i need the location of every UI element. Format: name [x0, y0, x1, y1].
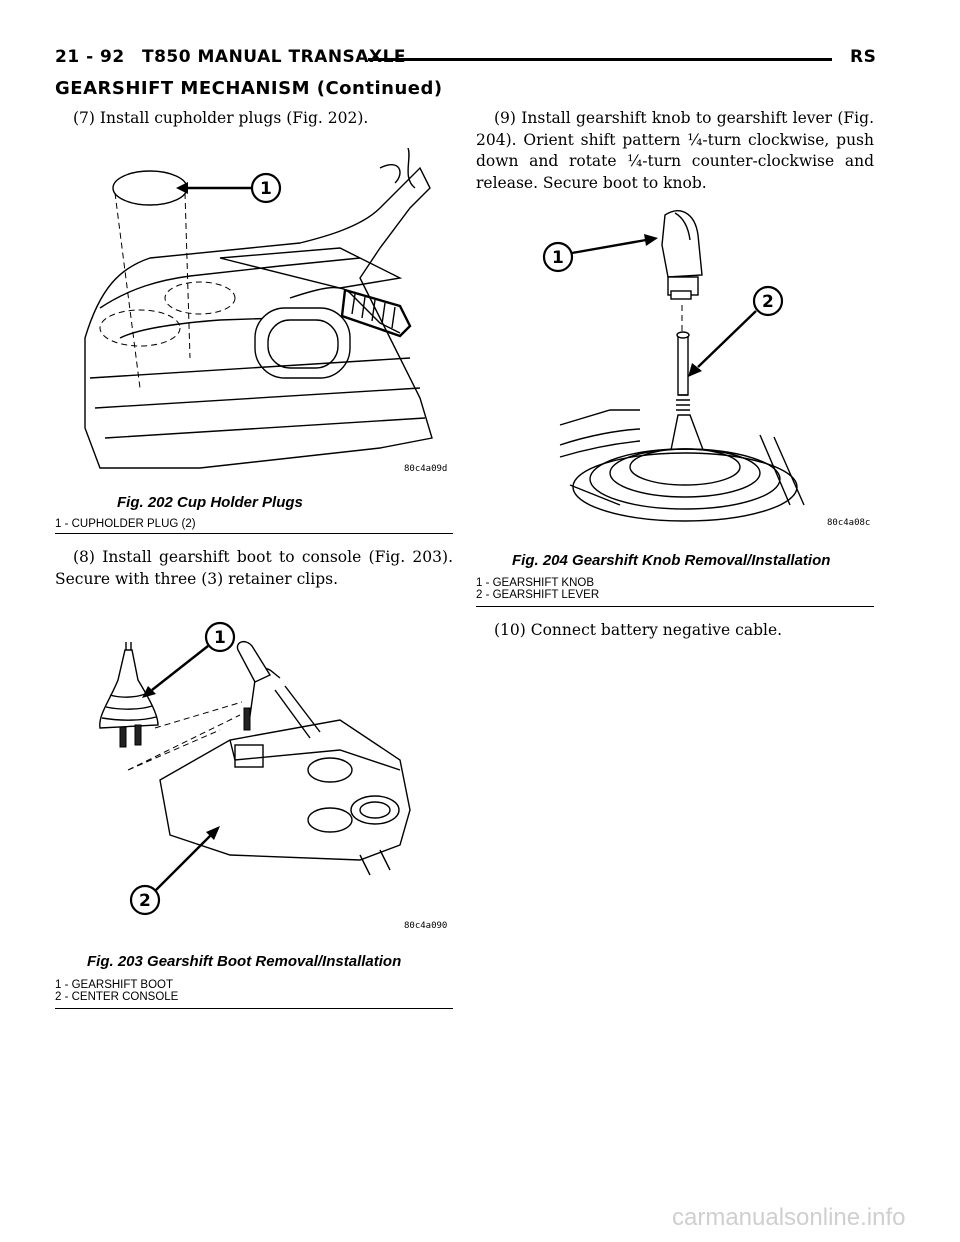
svg-text:2: 2 [762, 292, 774, 312]
step-8: (8) Install gearshift boot to console (F… [55, 548, 453, 588]
cupholder-plug-drawing [112, 170, 191, 389]
figure-204-legend-2: 2 - GEARSHIFT LEVER [476, 589, 600, 601]
figure-203-rule [55, 1008, 453, 1009]
figure-203-caption: Fig. 203 Gearshift Boot Removal/Installa… [87, 953, 402, 970]
step-7: (7) Install cupholder plugs (Fig. 202). [73, 109, 369, 127]
arrowhead-2 [688, 363, 702, 377]
console-drawing [84, 148, 433, 469]
gearshift-lever-drawing [676, 331, 690, 411]
center-console-drawing [159, 640, 411, 876]
svg-text:1: 1 [214, 628, 226, 648]
figure-202-legend-1: 1 - CUPHOLDER PLUG (2) [55, 518, 196, 530]
callout-2: 2 [752, 285, 784, 317]
page-reference: 21 - 92 [55, 47, 125, 67]
figure-204-legend-1: 1 - GEARSHIFT KNOB [476, 577, 595, 589]
figure-203-code: 80c4a090 [404, 921, 448, 931]
figure-204-illustration: 1 2 [542, 210, 805, 522]
continued-heading: GEARSHIFT MECHANISM (Continued) [55, 78, 443, 99]
arrowhead-2 [206, 826, 220, 840]
callout-1: 1 [250, 172, 282, 204]
figure-202-code: 80c4a09d [404, 464, 448, 474]
svg-text:2: 2 [139, 891, 151, 911]
figure-203-legend-1: 1 - GEARSHIFT BOOT [55, 979, 173, 991]
callout-1: 1 [542, 241, 574, 273]
step-10: (10) Connect battery negative cable. [494, 621, 783, 639]
leader-line-2 [155, 833, 213, 891]
figure-203-legend-2: 2 - CENTER CONSOLE [55, 991, 179, 1003]
model-code: RS [850, 47, 877, 67]
callout-2: 2 [129, 884, 161, 916]
arrowhead [176, 182, 188, 194]
figure-202-rule [55, 533, 453, 534]
leader-line-1 [151, 645, 209, 691]
figure-202-caption: Fig. 202 Cup Holder Plugs [117, 494, 303, 511]
header-rule [368, 58, 832, 61]
svg-text:1: 1 [260, 179, 272, 199]
figure-204-code: 80c4a08c [827, 518, 871, 528]
figure-202-illustration: 1 [84, 148, 433, 469]
gearshift-boot-drawing [99, 642, 159, 748]
arrowhead-1 [142, 686, 156, 698]
callout-1: 1 [204, 621, 236, 653]
figure-204-rule [476, 606, 874, 607]
arrowhead-1 [644, 234, 658, 246]
boot-base-drawing [559, 409, 805, 522]
gearshift-knob-drawing [661, 210, 703, 300]
leader-line-1 [571, 238, 647, 255]
section-title: T850 MANUAL TRANSAXLE [142, 47, 407, 67]
svg-text:1: 1 [552, 248, 564, 268]
figure-203-illustration: 1 2 [99, 621, 411, 916]
step-9: (9) Install gearshift knob to gearshift … [476, 109, 874, 192]
watermark: carmanualsonline.info [672, 1204, 906, 1231]
leader-line-2 [697, 310, 757, 368]
figure-204-caption: Fig. 204 Gearshift Knob Removal/Installa… [512, 552, 831, 569]
